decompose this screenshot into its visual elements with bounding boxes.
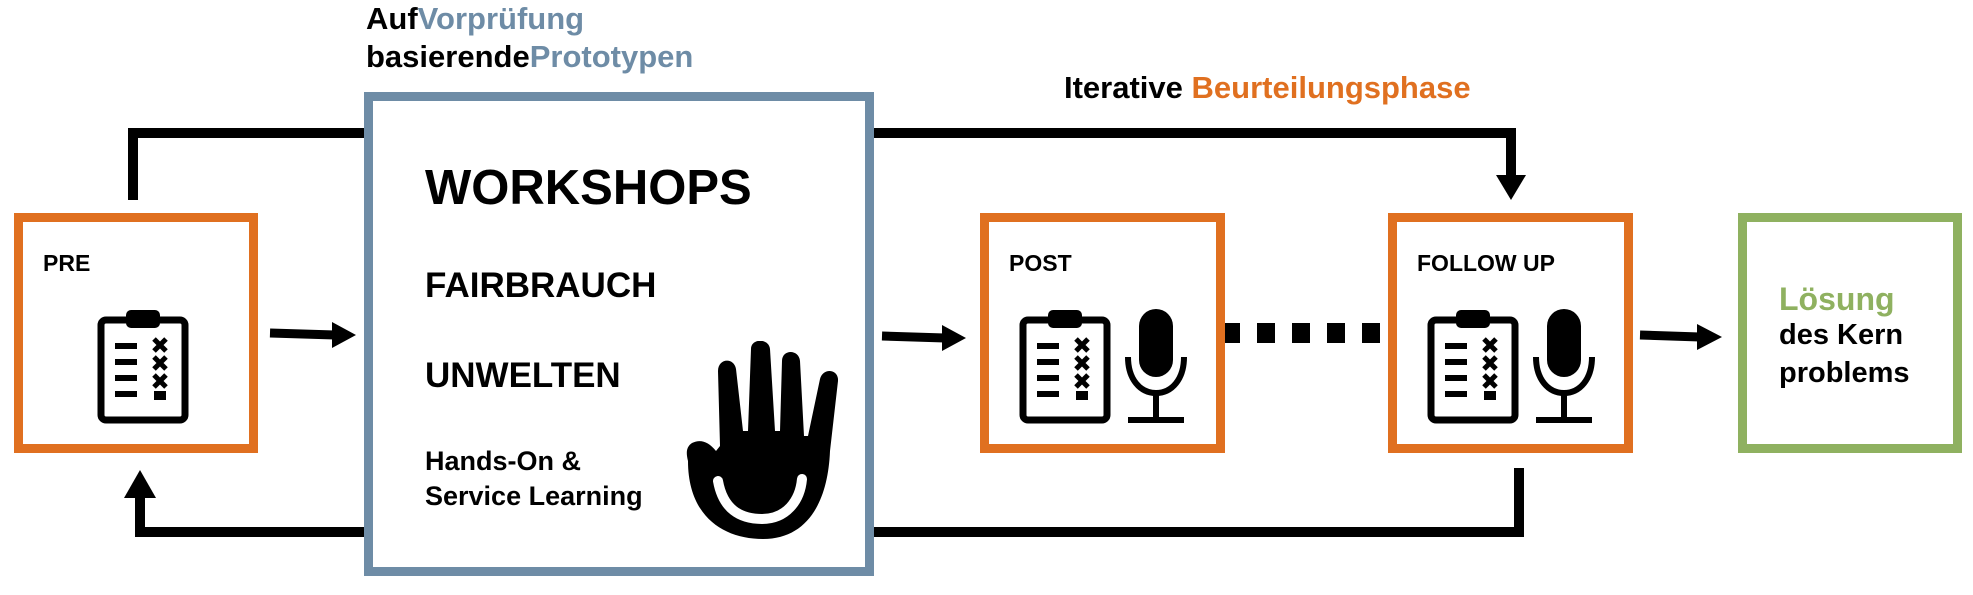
arrow-follow-up-to-solution <box>1639 324 1722 350</box>
prototypes-label: AufVorprüfung basierendePrototypen <box>366 0 693 76</box>
follow-up-box: FOLLOW UP <box>1388 213 1633 453</box>
iterative-highlight: Beurteilungsphase <box>1191 70 1471 105</box>
workshops-title: WORKSHOPS <box>425 161 752 215</box>
workshops-item-fairbrauch: FAIRBRAUCH <box>425 266 657 305</box>
arrow-workshops-to-post <box>881 325 966 351</box>
prototypes-prefix-2: basierende <box>366 39 530 74</box>
prototypes-highlight-1: Vorprüfung <box>417 1 585 36</box>
hand-icon <box>686 341 838 539</box>
arrow-pre-to-workshops <box>269 322 356 348</box>
iterative-prefix: Iterative <box>1064 70 1183 105</box>
top-loop-connector <box>128 128 1526 200</box>
pre-box: PRE <box>14 213 258 453</box>
pre-title: PRE <box>43 250 91 276</box>
post-title: POST <box>1009 250 1072 276</box>
solution-line1: Lösung <box>1779 281 1895 317</box>
bottom-loop-connector <box>124 468 1524 537</box>
follow-up-title: FOLLOW UP <box>1417 250 1555 276</box>
prototypes-prefix-1: Auf <box>366 1 418 36</box>
workshops-item-unwelten: UNWELTEN <box>425 356 621 395</box>
iterative-phase-label: Iterative Beurteilungsphase <box>1064 72 1471 103</box>
arrowhead-into-pre <box>124 470 156 498</box>
clipboard-checklist-icon <box>1019 310 1111 424</box>
prototypes-highlight-2: Prototypen <box>529 39 694 74</box>
hands-on-line2: Service Learning <box>425 481 643 511</box>
workshops-box: WORKSHOPS FAIRBRAUCH UNWELTEN Hands-On &… <box>364 92 874 576</box>
hands-on-line1: Hands-On & <box>425 446 582 476</box>
solution-line2: des Kern <box>1779 319 1904 351</box>
microphone-icon <box>1533 309 1595 423</box>
solution-box: Lösung des Kern problems <box>1738 213 1962 453</box>
post-box: POST <box>980 213 1225 453</box>
clipboard-checklist-icon <box>1427 310 1519 424</box>
solution-line3: problems <box>1779 357 1910 389</box>
microphone-icon <box>1125 309 1187 423</box>
clipboard-checklist-icon <box>97 310 189 424</box>
arrowhead-into-follow-up <box>1496 175 1526 200</box>
